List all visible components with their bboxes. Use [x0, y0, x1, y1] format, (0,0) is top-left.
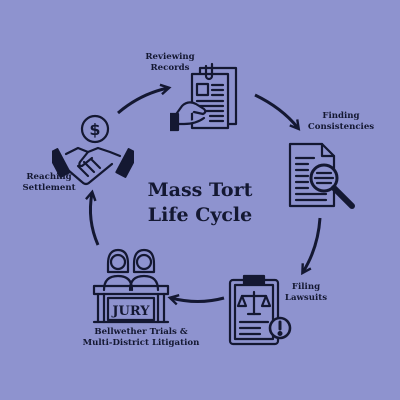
- svg-text:$: $: [89, 120, 100, 139]
- title-line-1: Mass Tort: [147, 179, 253, 201]
- step-label-reviewing: Reviewing Records: [145, 52, 195, 73]
- step-label-trials: Bellwether Trials & Multi-District Litig…: [82, 327, 200, 348]
- step-label-finding: Finding Consistencies: [307, 111, 375, 132]
- handshake-dollar-icon: $: [52, 114, 134, 186]
- arrow-file-to-trials: [167, 294, 225, 306]
- diagram-title: Mass Tort Life Cycle: [120, 178, 280, 228]
- step-label-filing: Filing Lawsuits: [284, 282, 328, 303]
- step-label-settlement: Reaching Settlement: [22, 172, 76, 193]
- jury-icon: JURY: [92, 248, 170, 324]
- arrow-trials-to-settlement: [85, 189, 100, 246]
- title-line-2: Life Cycle: [147, 204, 253, 226]
- clipboard-scales-icon: [228, 274, 292, 346]
- documents-hand-icon: [170, 62, 238, 132]
- magnifier-document-icon: [288, 142, 355, 209]
- arrow-settlement-to-review: [117, 83, 172, 115]
- svg-text:JURY: JURY: [111, 304, 150, 319]
- arrow-find-to-file: [301, 217, 322, 276]
- arrow-review-to-find: [254, 93, 301, 131]
